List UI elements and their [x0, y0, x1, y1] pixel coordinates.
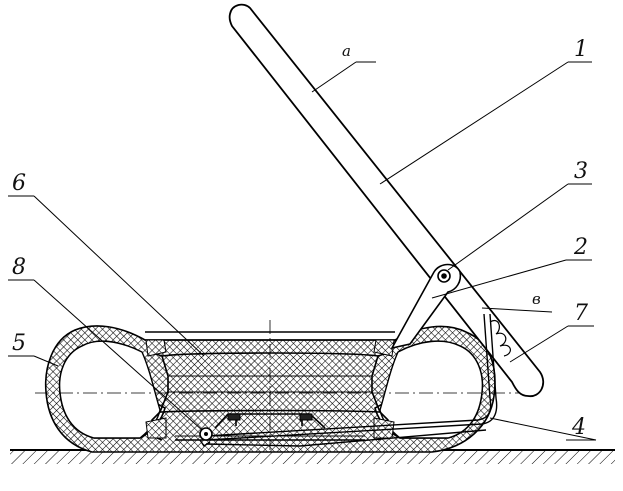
label-8: 8: [12, 255, 26, 280]
strap: [205, 313, 511, 447]
label-6: 6: [12, 171, 26, 196]
label-1: 1: [574, 37, 588, 62]
label-3: 3: [574, 159, 588, 184]
rim-beads: [145, 339, 395, 439]
tire: [44, 325, 496, 453]
lever-handle: [228, 3, 545, 397]
label-7: 7: [574, 301, 588, 326]
label-4: 4: [571, 415, 586, 440]
label-2: 2: [573, 235, 588, 260]
label-v: в: [532, 290, 541, 308]
labels: 1 3 2 7 4 6 8 5 а в: [12, 37, 588, 440]
label-5: 5: [12, 331, 26, 356]
center-axis: [35, 320, 520, 450]
leader-lines: [8, 61, 597, 441]
hook: [199, 427, 213, 447]
pivot-arm: [390, 263, 462, 350]
ground: [10, 449, 615, 491]
label-a: а: [342, 42, 351, 60]
